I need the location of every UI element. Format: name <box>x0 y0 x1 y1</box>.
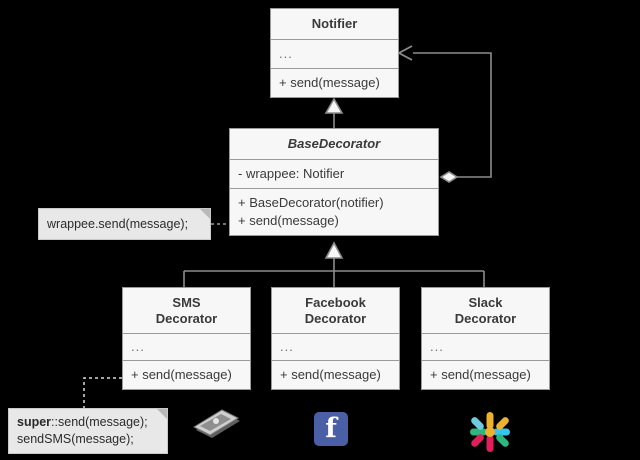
note-text-super-line2: sendSMS(message); <box>17 432 134 446</box>
hollow-triangle-arrow-basedecorator <box>324 241 344 259</box>
class-name-sms-line2: Decorator <box>155 310 218 326</box>
class-attributes-notifier: ... <box>270 39 399 69</box>
class-name-notifier: Notifier <box>311 16 358 31</box>
hollow-diamond-aggregation <box>439 171 459 183</box>
note-super-send[interactable]: super::send(message); sendSMS(message); <box>8 408 168 454</box>
class-box-facebook-decorator[interactable]: Facebook Decorator ... + send(message) <box>271 287 400 390</box>
class-methods-sms-decorator: + send(message) <box>122 360 251 390</box>
class-name-facebook-line1: Facebook <box>305 294 366 310</box>
class-box-basedecorator[interactable]: BaseDecorator - wrappee: Notifier + Base… <box>229 128 439 236</box>
attribute-placeholder: ... <box>430 339 444 354</box>
method-send: + send(message) <box>430 367 531 382</box>
attribute-placeholder: ... <box>279 46 293 61</box>
class-methods-basedecorator: + BaseDecorator(notifier) + send(message… <box>229 188 439 236</box>
class-name-slack-line2: Decorator <box>454 310 517 326</box>
class-name-facebook-line2: Decorator <box>304 310 367 326</box>
class-title-basedecorator: BaseDecorator <box>229 128 439 160</box>
class-name-slack-line1: Slack <box>468 294 503 310</box>
method-send: + send(message) <box>280 367 381 382</box>
class-methods-facebook-decorator: + send(message) <box>271 360 400 390</box>
attribute-placeholder: ... <box>131 339 145 354</box>
facebook-icon <box>314 412 348 446</box>
class-attributes-sms-decorator: ... <box>122 333 251 361</box>
hollow-triangle-arrow-notifier <box>324 97 344 114</box>
slack-icon <box>470 412 510 452</box>
class-attributes-facebook-decorator: ... <box>271 333 400 361</box>
note-fold-corner-icon <box>157 409 167 419</box>
note-text-super-line1: super::send(message); <box>17 414 159 431</box>
class-attributes-basedecorator: - wrappee: Notifier <box>229 159 439 189</box>
class-name-basedecorator: BaseDecorator <box>287 136 381 151</box>
note-super-keyword: super <box>17 415 52 429</box>
class-title-slack-decorator: Slack Decorator <box>421 287 550 334</box>
method-send: + send(message) <box>238 213 339 228</box>
method-send: + send(message) <box>131 367 232 382</box>
note-wrappee-send[interactable]: wrappee.send(message); <box>38 208 211 240</box>
class-methods-slack-decorator: + send(message) <box>421 360 550 390</box>
smartphone-icon <box>192 409 240 438</box>
class-box-slack-decorator[interactable]: Slack Decorator ... + send(message) <box>421 287 550 390</box>
class-box-notifier[interactable]: Notifier ... + send(message) <box>270 8 399 98</box>
class-attributes-slack-decorator: ... <box>421 333 550 361</box>
method-send: + send(message) <box>279 75 380 90</box>
class-box-sms-decorator[interactable]: SMS Decorator ... + send(message) <box>122 287 251 390</box>
class-methods-notifier: + send(message) <box>270 68 399 98</box>
class-title-sms-decorator: SMS Decorator <box>122 287 251 334</box>
class-name-sms-line1: SMS <box>172 294 201 310</box>
method-constructor: + BaseDecorator(notifier) <box>238 195 384 210</box>
class-title-facebook-decorator: Facebook Decorator <box>271 287 400 334</box>
note-link-super <box>83 377 122 408</box>
note-text-wrappee: wrappee.send(message); <box>47 216 189 231</box>
attribute-placeholder: ... <box>280 339 294 354</box>
open-arrow-head-notifier <box>397 45 413 61</box>
note-super-rest: ::send(message); <box>51 415 148 429</box>
attribute-wrappee: - wrappee: Notifier <box>238 166 345 181</box>
facebook-icon-slot <box>314 412 348 446</box>
class-title-notifier: Notifier <box>270 8 399 40</box>
note-fold-corner-icon <box>200 209 210 219</box>
